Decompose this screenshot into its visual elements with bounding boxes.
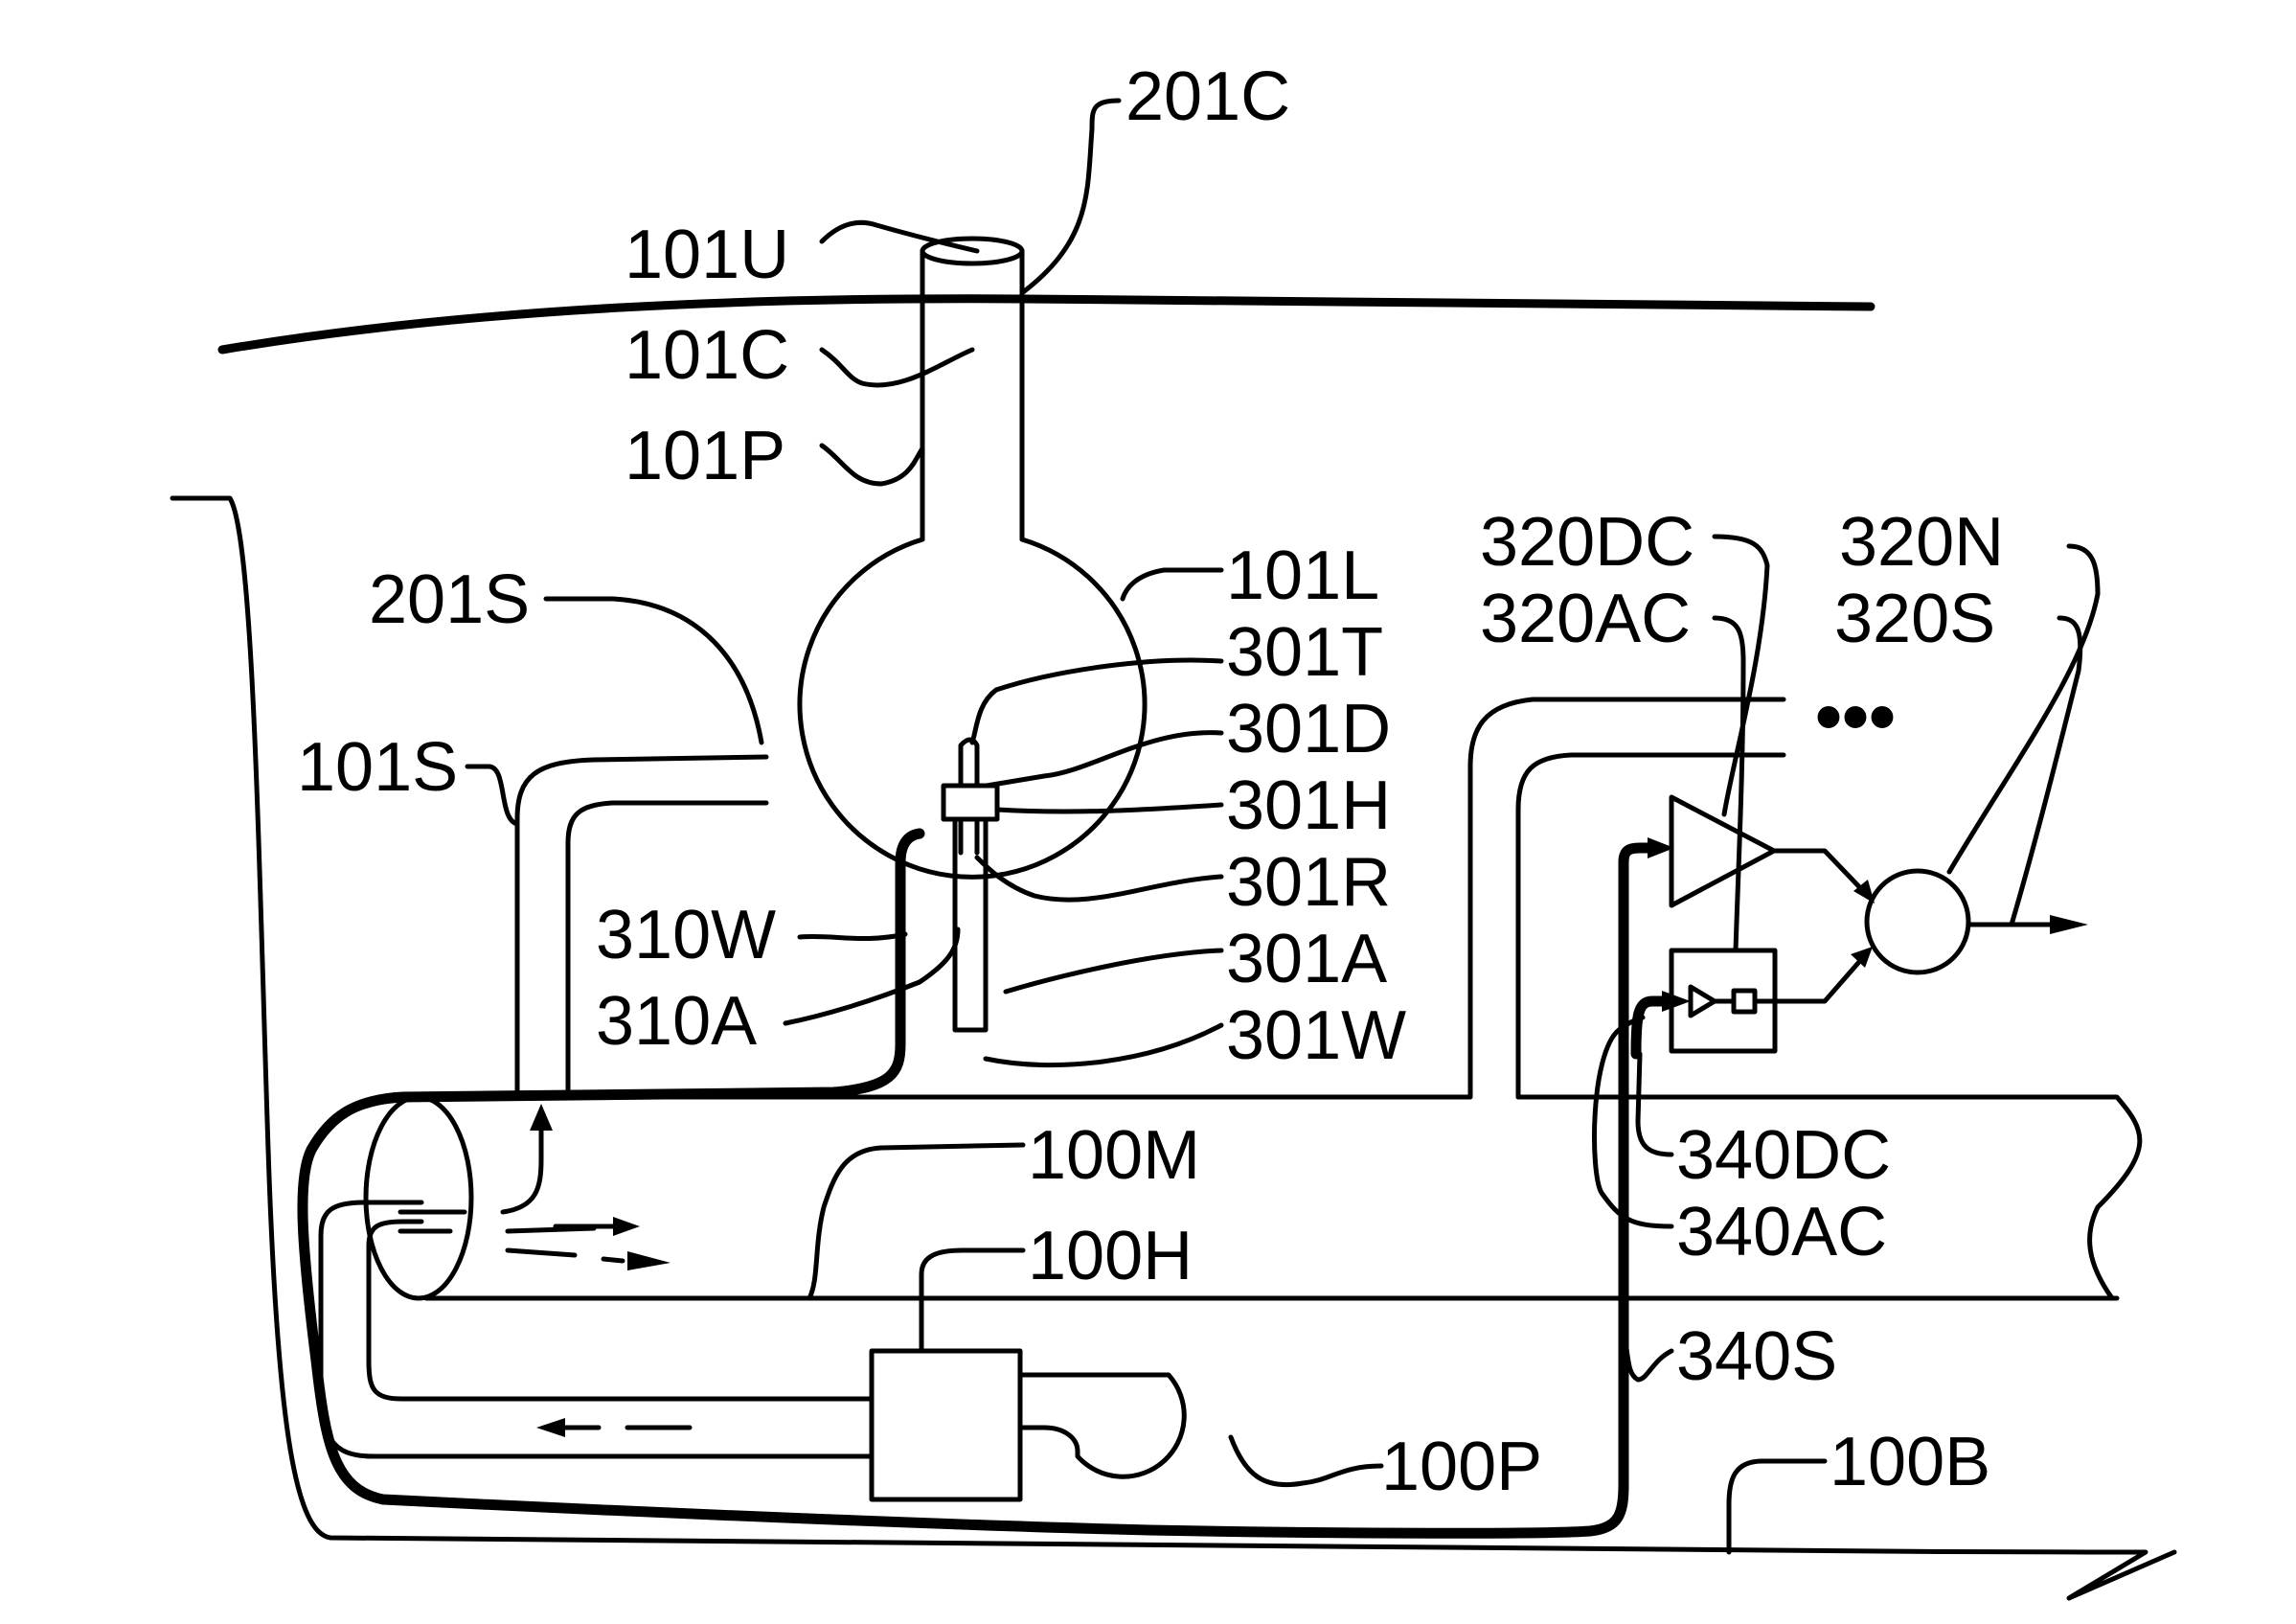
flow-arrow-up-head (530, 1104, 553, 1131)
label-101P: 101P (625, 418, 785, 494)
sensor-holder-301H (941, 783, 1000, 822)
flow-arrow-left-head (536, 1418, 565, 1437)
label-340AC: 340AC (1676, 1194, 1887, 1270)
ac-buffer (1688, 984, 1717, 1018)
label-301A: 301A (1226, 921, 1387, 997)
flow-arrow-right-2-head (627, 1251, 671, 1270)
return-loop-outer (318, 1200, 875, 1459)
flow-arrow-right-2 (505, 1247, 625, 1264)
label-301D: 301D (1226, 691, 1391, 767)
cable-to-ac-head (1662, 991, 1691, 1012)
sample-line-101S-outer (514, 754, 769, 1095)
label-100H: 100H (1028, 1218, 1193, 1294)
dc-to-summer-head (1853, 880, 1875, 903)
label-340DC: 340DC (1676, 1117, 1891, 1194)
label-201C: 201C (1125, 58, 1290, 135)
main-pipe-100M-top (423, 697, 1786, 1100)
label-101U: 101U (625, 217, 789, 293)
leader-lines (465, 98, 2101, 1555)
label-320DC: 320DC (1480, 504, 1694, 581)
sensor-tip-301R (958, 816, 980, 856)
label-320AC: 320AC (1480, 581, 1691, 657)
signal-cable-340S (297, 828, 1629, 1539)
pump-100P (1017, 1372, 1187, 1479)
break-symbol (2066, 1549, 2177, 1601)
heater-lead (919, 1247, 1023, 1354)
main-pipe-end (363, 1094, 474, 1301)
ellipsis: ••• (1815, 674, 1896, 759)
label-320N: 320N (1839, 504, 2004, 581)
label-101S: 101S (297, 729, 458, 806)
label-100P: 100P (1381, 1429, 1542, 1505)
label-101C: 101C (625, 317, 789, 394)
main-pipe-100M-top-right (1515, 1094, 2143, 1301)
summer-320N (1864, 868, 1971, 975)
vessel-hull-line (170, 495, 2091, 1555)
label-100B: 100B (1830, 1424, 1990, 1500)
amplifier-320DC (1669, 794, 1777, 908)
heater-100H (869, 1348, 1023, 1502)
flow-lines (398, 1209, 467, 1234)
summer-output-head (2050, 915, 2088, 934)
label-301W: 301W (1226, 997, 1406, 1074)
cable-to-dc (1618, 842, 1653, 868)
label-301H: 301H (1226, 767, 1391, 844)
surface-line (217, 294, 1875, 355)
label-310W: 310W (596, 897, 776, 973)
dc-to-summer (1771, 848, 1871, 899)
label-340S: 340S (1676, 1318, 1837, 1395)
label-101L: 101L (1226, 538, 1379, 614)
label-201S: 201S (369, 561, 530, 638)
ac-to-summer (1752, 952, 1868, 1004)
return-loop-inner (366, 1219, 875, 1402)
sample-line-101S-inner (565, 800, 769, 1095)
label-301R: 301R (1226, 844, 1391, 921)
flow-arrow-right-1-head (613, 1217, 640, 1236)
cable-to-dc-head (1648, 837, 1674, 858)
cable-to-ac (1630, 995, 1668, 1060)
ac-to-summer-head (1851, 947, 1873, 968)
probe-bulb (797, 537, 1148, 880)
ac-filter (1731, 988, 1758, 1015)
flow-arrow-up (500, 1118, 544, 1215)
label-100M: 100M (1028, 1117, 1200, 1194)
label-320S: 320S (1834, 581, 1995, 657)
main-pipe-inner-branch (1515, 752, 1786, 1100)
label-301T: 301T (1226, 614, 1383, 691)
sensor-tip-301T (958, 737, 980, 789)
label-310A: 310A (596, 983, 757, 1060)
